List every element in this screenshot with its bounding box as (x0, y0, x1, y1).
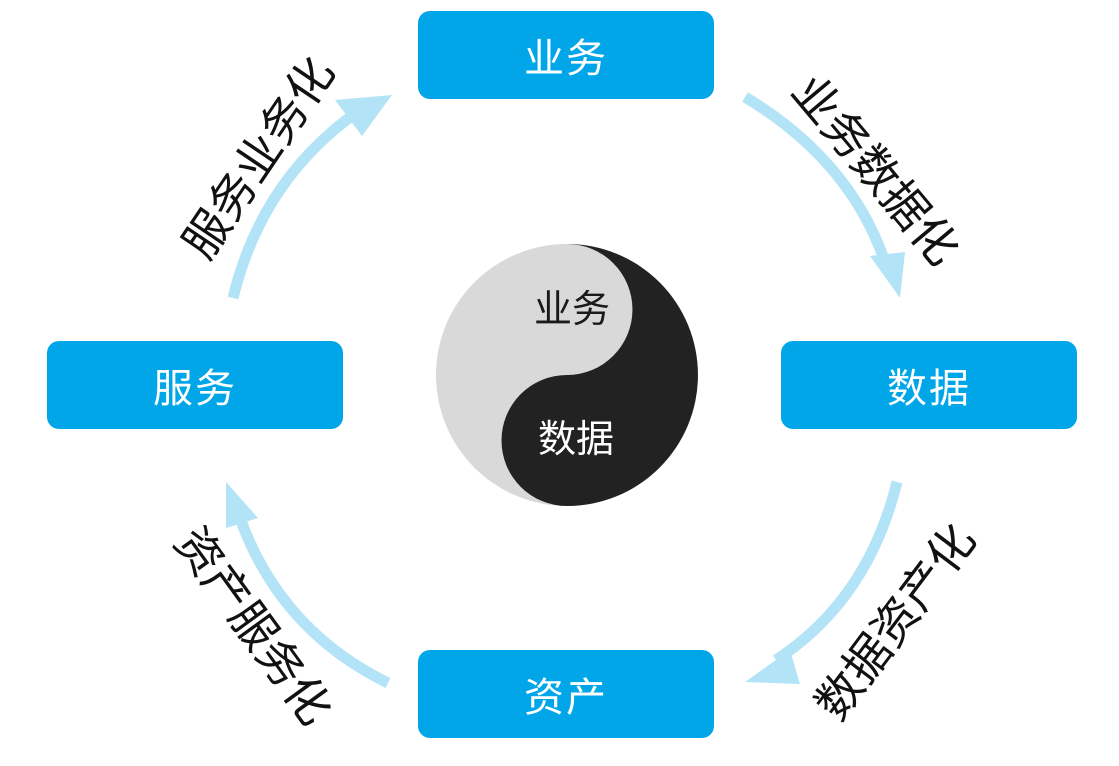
node-business-label: 业务 (524, 36, 608, 82)
arrow-data-to-asset (772, 480, 903, 665)
yin-yang-light-label: 业务 (534, 287, 610, 331)
arrowhead-asset-to-service (226, 482, 258, 528)
node-data-label: 数据 (887, 366, 971, 412)
node-asset: 资产 (418, 650, 714, 738)
arrowhead-business-to-data (870, 252, 905, 298)
node-service-label: 服务 (153, 366, 237, 412)
node-business: 业务 (418, 11, 714, 99)
arrowhead-data-to-asset (745, 650, 800, 684)
node-service: 服务 (47, 341, 343, 429)
yin-yang-dark-label: 数据 (538, 417, 614, 461)
arrow-asset-to-service (234, 516, 391, 688)
arrow-service-to-business (227, 105, 364, 300)
cycle-arrows (227, 92, 903, 688)
node-data: 数据 (781, 341, 1077, 429)
yin-yang-dark-half (501, 244, 698, 506)
yin-yang: 业务 数据 (436, 244, 698, 506)
arrow-heads (226, 95, 905, 684)
arrowhead-service-to-business (335, 95, 392, 136)
node-asset-label: 资产 (524, 675, 608, 721)
arrow-business-to-data (742, 92, 891, 264)
